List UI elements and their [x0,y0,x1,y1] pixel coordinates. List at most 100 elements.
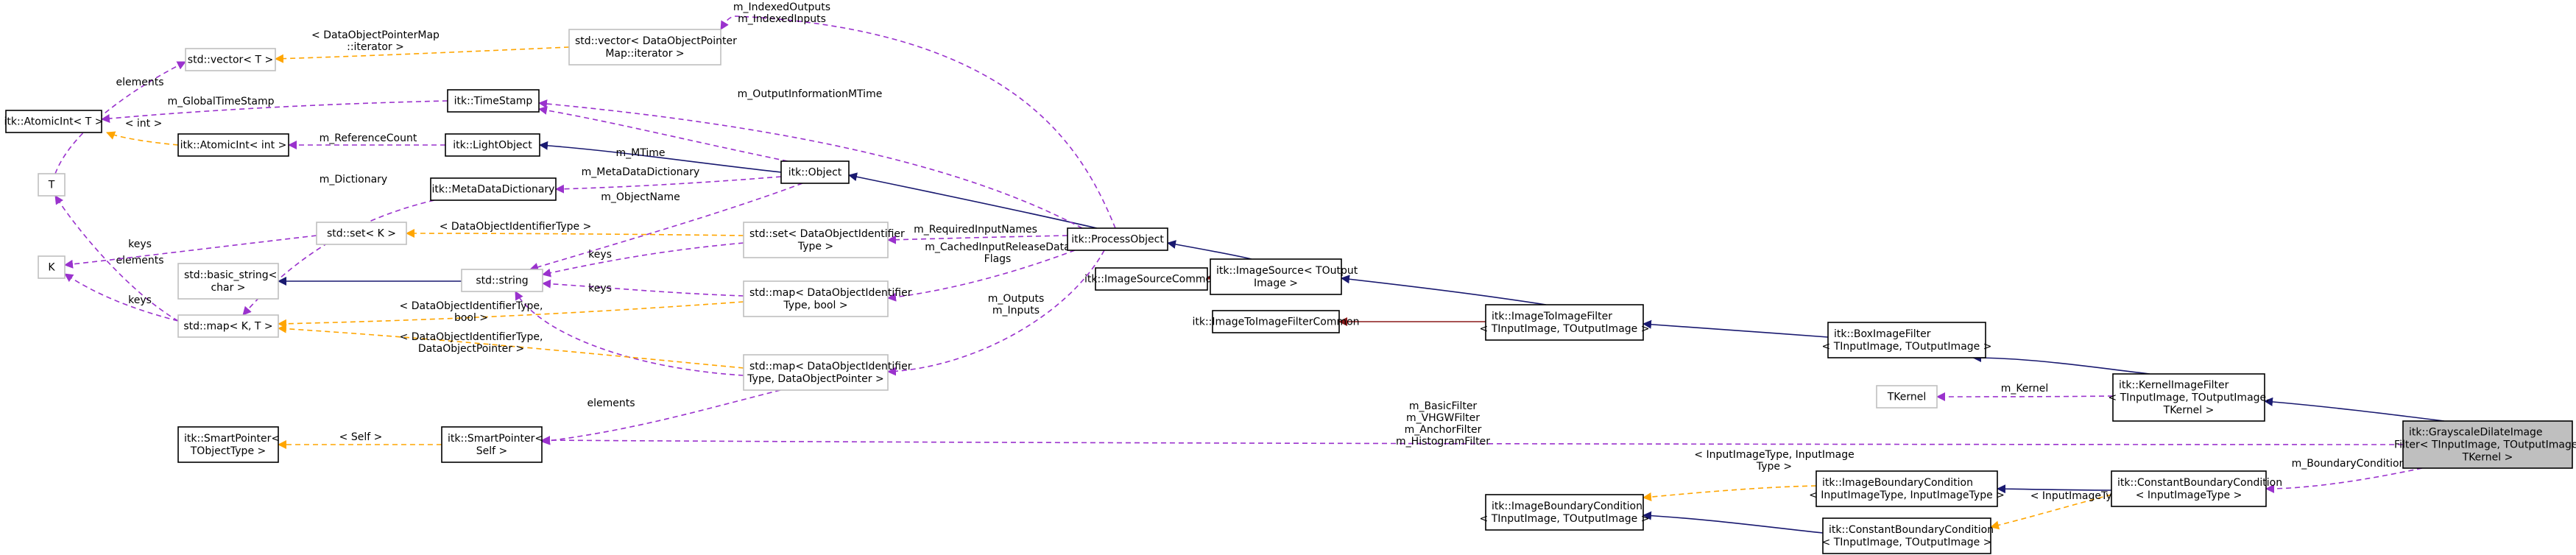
node-label: < TInputImage, TOutputImage > [1480,323,1650,335]
node-label: char > [211,282,245,294]
node-metadict[interactable]: itk::MetaDataDictionary [430,177,557,201]
node-imagesource-common[interactable]: itk::ImageSourceCommon [1084,267,1218,291]
edge-label: < DataObjectIdentifierType, [400,331,543,343]
node-map-doid-bool: std::map< DataObjectIdentifierType, bool… [743,280,912,317]
node-label: K [48,262,55,274]
node-lightobject[interactable]: itk::LightObject [445,133,540,157]
edge-line [54,195,179,322]
edge-label: Type > [1756,461,1792,473]
node-processobject[interactable]: itk::ProcessObject [1067,227,1168,251]
edge-e-atomict-atomicint: < int > [106,118,179,146]
edge-e-string-mapdoidptr [515,291,744,376]
node-box [1485,304,1644,341]
node-vec-t: std::vector< T > [185,48,276,71]
node-smartptr-t[interactable]: itk::SmartPointer<TObjectType > [177,426,280,463]
node-box [2111,470,2267,507]
edge-line [1997,484,2112,494]
edge-label: < DataObjectIdentifierType, [400,300,543,312]
edge-e-cbcin-ibcin [1997,484,2112,494]
edge-e-ts-object: m_MTime [538,105,788,162]
edge-line [538,105,788,162]
node-label: std::map< K, T > [183,321,272,333]
nodes-layer: std::vector< DataObjectPointerMap::itera… [4,29,2576,554]
edge-label: m_OutputInformationMTime [738,88,883,100]
edge-line [529,183,803,272]
edge-label: m_IndexedOutputs [733,1,830,13]
edge-e-string-object: m_ObjectName [529,183,803,272]
node-box [1210,258,1342,295]
node-atomic-int[interactable]: itk::AtomicInt< int > [177,133,289,157]
node-i2i[interactable]: itk::ImageToImageFilter< TInputImage, TO… [1480,304,1650,341]
node-ibc-tin-tout[interactable]: itk::ImageBoundaryCondition< TInputImage… [1480,494,1650,531]
node-label: itk::SmartPointer< [448,433,543,445]
edge-e-box-i2i [1642,319,1829,338]
edge-label: m_ReferenceCount [320,132,417,144]
edge-line [1642,319,1829,338]
node-label: < TInputImage, TOutputImage, [2108,392,2269,404]
node-box [743,280,889,317]
edge-e-cbctt-ibctt [1642,511,1824,534]
node-t: T [38,173,66,197]
node-object[interactable]: itk::Object [780,160,850,184]
node-box [177,314,279,338]
node-box [743,222,889,258]
node-k: K [38,255,66,279]
edge-label: m_GlobalTimeStamp [167,96,274,107]
node-label: < TInputImage, TOutputImage > [1822,537,1992,548]
node-kernelfilter[interactable]: itk::KernelImageFilter< TInputImage, TOu… [2108,373,2270,422]
node-box [1212,310,1340,333]
edge-label: m_MTime [616,147,666,159]
node-atomic-t[interactable]: itk::AtomicInt< T > [4,110,104,133]
edge-label: m_Outputs [988,293,1045,305]
edge-line [275,46,570,63]
node-box [177,263,279,300]
edge-label: keys [588,249,612,261]
edge-e-mapkt-metadict: m_Dictionary [242,174,435,316]
edge-label: m_BasicFilter [1409,400,1478,412]
node-label: Self > [476,445,508,457]
node-box [441,426,543,463]
edge-line [541,436,2404,445]
node-box [1815,470,1998,507]
edge-line [1642,511,1824,534]
node-boxfilter[interactable]: itk::BoxImageFilter< TInputImage, TOutpu… [1822,322,1992,358]
node-label: itk::ConstantBoundaryCondition [2117,477,2282,489]
edge-line [64,235,317,269]
edge-line [278,301,744,328]
edge-e-smartself-mapdoidptr: elements [541,389,781,445]
edge-line [542,279,744,297]
node-label: < TInputImage, TOutputImage > [1822,341,1992,353]
edge-line [555,176,782,194]
edge-e-po-object [848,172,1098,229]
edge-e-ts-po: m_OutputInformationMTime [538,88,1083,229]
node-imagesource[interactable]: itk::ImageSource< TOutputImage > [1210,258,1358,295]
edge-e-kernel-box [1972,353,2150,375]
node-i2i-common[interactable]: itk::ImageToImageFilterCommon [1192,310,1360,333]
node-label: TKernel > [2163,405,2215,417]
edge-label: ::iterator > [347,41,404,53]
edge-e-string-setdoid: keys [542,242,744,278]
node-label: Type > [797,241,833,252]
edge-e-smartself-gray: m_BasicFilterm_VHGWFilterm_AnchorFilterm… [541,400,2404,448]
node-box [445,133,540,157]
node-box [461,269,543,292]
edge-e-obj-lightobject [539,141,782,173]
node-smartptr-self[interactable]: itk::SmartPointer<Self > [441,426,543,463]
node-box [743,354,889,391]
edge-label: m_ObjectName [601,191,680,203]
node-cbc-in[interactable]: itk::ConstantBoundaryCondition< InputIma… [2111,470,2282,507]
edge-line [106,131,179,146]
node-label: itk::TimeStamp [454,96,533,107]
node-timestamp[interactable]: itk::TimeStamp [447,89,540,113]
edge-line [539,141,782,173]
edge-label: m_RequiredInputNames [914,224,1037,236]
edge-line [720,15,1116,229]
edge-label: m_HistogramFilter [1396,436,1490,448]
node-label: std::vector< DataObjectPointer [575,35,737,47]
node-map-kt: std::map< K, T > [177,314,279,338]
edge-label: elements [116,77,163,88]
node-cbc-tin-tout[interactable]: itk::ConstantBoundaryCondition< TInputIm… [1822,517,1994,554]
edge-e-k-setk: keys [64,235,317,269]
node-ibc-in-in[interactable]: itk::ImageBoundaryCondition< InputImageT… [1809,470,2005,507]
